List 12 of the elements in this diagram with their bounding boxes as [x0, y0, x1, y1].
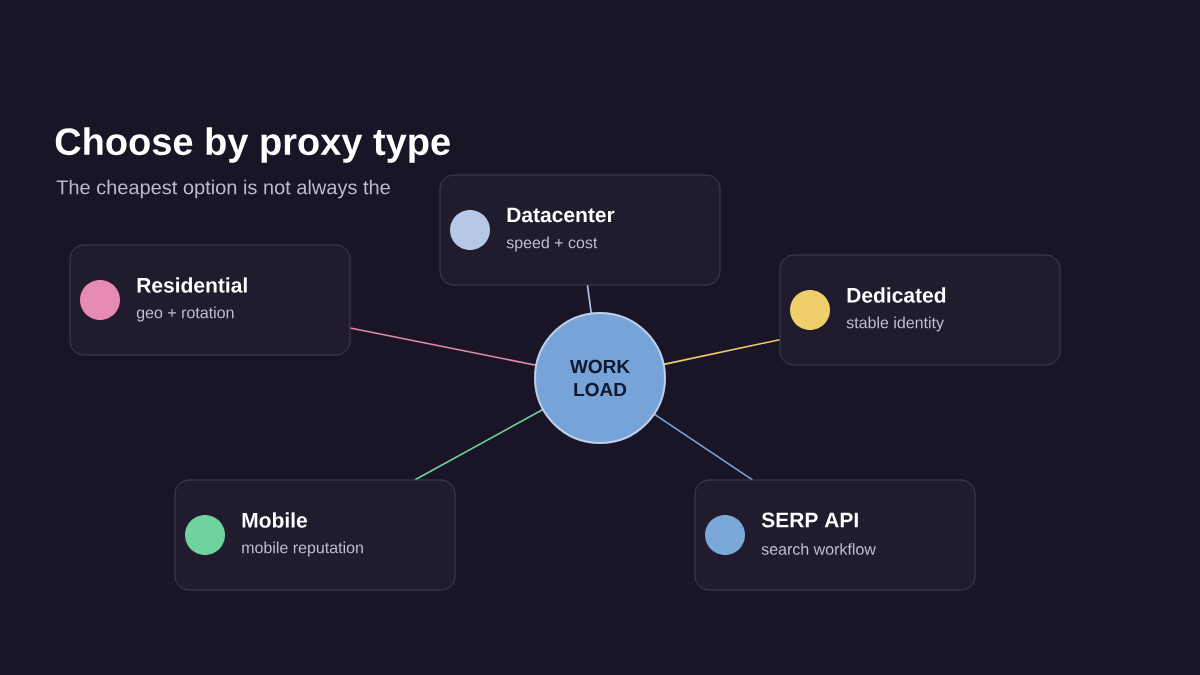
subtitle: The cheapest option is not always the	[56, 179, 390, 199]
card: SERP API search workflow	[694, 479, 976, 591]
card: Dedicated stable identity	[779, 254, 1061, 366]
card: Mobile mobile reputation	[174, 479, 456, 591]
card: Residential geo + rotation	[69, 244, 351, 356]
title: Choose by proxy type	[55, 127, 450, 163]
connector-line	[414, 408, 544, 481]
card: Datacenter speed + cost	[439, 174, 721, 286]
connector-line	[586, 284, 593, 315]
connector-line	[662, 338, 781, 366]
connector-line	[653, 413, 754, 481]
connector-line	[349, 327, 537, 366]
